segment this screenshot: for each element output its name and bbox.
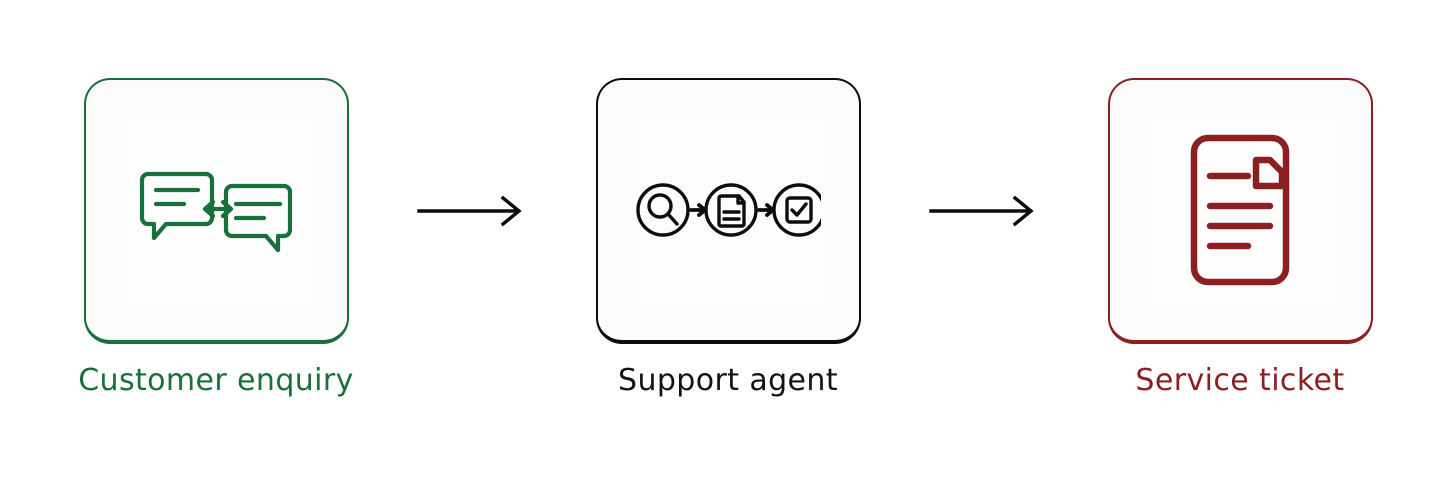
arrow-right-icon [929,195,1034,227]
flow-node-label: Support agent [618,363,838,398]
arrow-right-icon [417,195,522,227]
flow-node-label: Service ticket [1135,363,1345,398]
document-with-folded-corner-icon [1190,134,1290,286]
card-support-agent[interactable] [595,78,861,344]
card-service-ticket[interactable] [1107,78,1373,344]
flow-node-service-ticket[interactable]: Service ticket [1075,0,1405,396]
flow-node-support-agent[interactable]: Support agent [563,0,893,396]
card-customer-enquiry[interactable] [83,78,349,344]
flow-connector-2 [893,0,1075,344]
search-document-approve-pipeline-icon [636,183,821,237]
two-speech-bubbles-exchange-icon [139,171,293,253]
flow-connector-1 [381,0,563,344]
flow-node-customer-enquiry[interactable]: Customer enquiry [51,0,381,396]
flow-node-label: Customer enquiry [78,363,354,398]
